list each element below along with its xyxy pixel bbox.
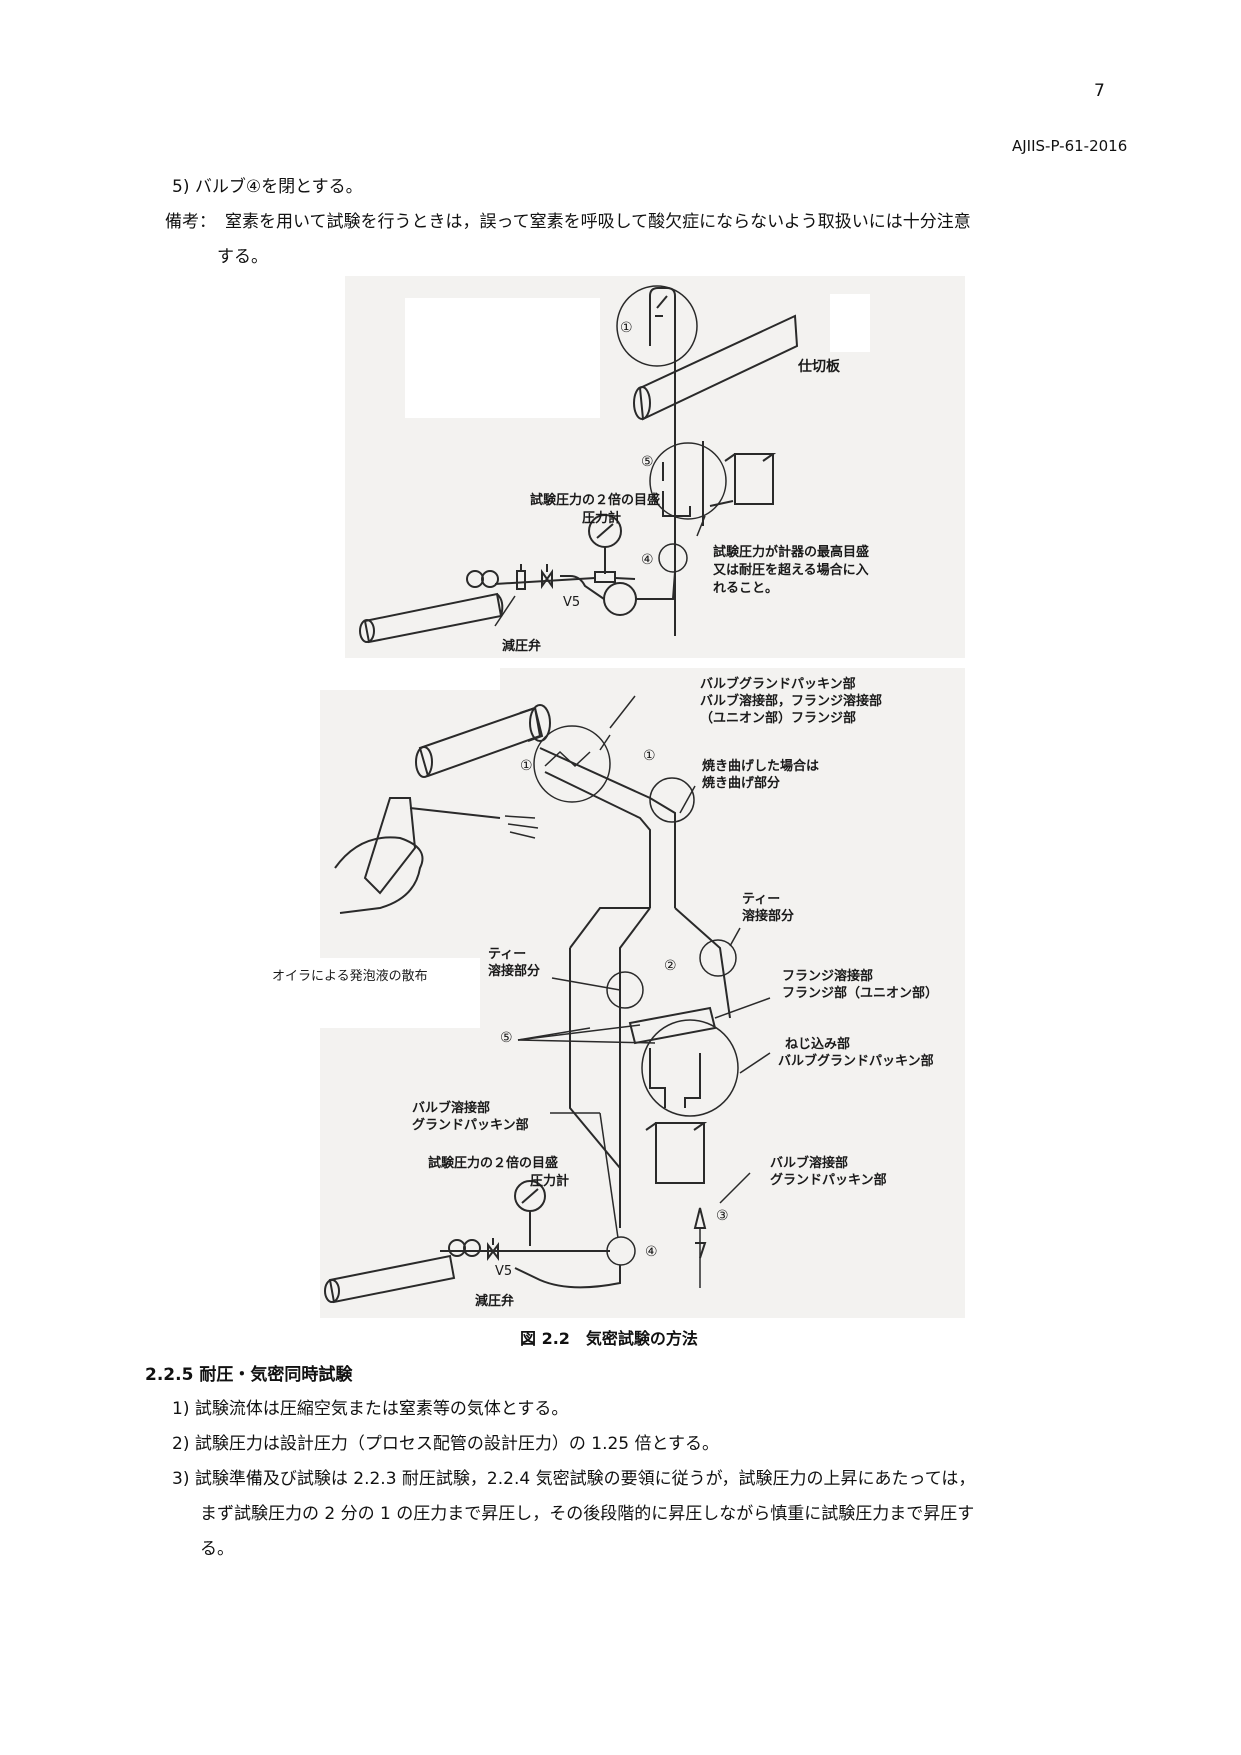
marker-5: ⑤ — [500, 1030, 513, 1046]
figure-top-drawing — [359, 285, 870, 644]
partition-label: 仕切板 — [798, 359, 840, 375]
label-tee-left-1: ティー — [488, 947, 527, 962]
label-v5: V5 — [495, 1264, 513, 1279]
note-line-1: 窒素を用いて試験を行うときは，誤って窒素を呼吸して酸欠症にならないよう取扱いには… — [225, 212, 971, 232]
label-flange-1: フランジ溶接部 — [782, 969, 874, 984]
marker-1-left: ① — [520, 758, 533, 774]
gauge-label-1: 試験圧力の２倍の目盛 — [530, 493, 661, 508]
label-valve-right-1: バルブ溶接部 — [770, 1156, 849, 1171]
label-oiler: オイラによる発泡液の散布 — [272, 969, 428, 984]
label-reducer: 減圧弁 — [475, 1294, 515, 1309]
section-item-3-line-2: まず試験圧力の 2 分の 1 の圧力まで昇圧し，その後段階的に昇圧しながら慎重に… — [200, 1504, 975, 1524]
label-valve-left-1: バルブ溶接部 — [412, 1101, 491, 1116]
label-tee-right-2: 溶接部分 — [742, 909, 795, 924]
marker-4: ④ — [645, 1244, 658, 1260]
label-valve-gland: バルブグランドパッキン部 — [700, 677, 856, 692]
page-number: 7 — [1094, 81, 1105, 101]
figure-bottom: バルブグランドパッキン部 バルブ溶接部，フランジ溶接部 （ユニオン部）フランジ部… — [272, 668, 965, 1318]
label-screw-2: バルブグランドパッキン部 — [778, 1054, 934, 1069]
reducer-label: 減圧弁 — [502, 639, 542, 654]
marker-4: ④ — [641, 552, 654, 568]
label-valve-left-2: グランドパッキン部 — [412, 1118, 529, 1133]
document-code: AJIIS-P-61-2016 — [1012, 137, 1128, 155]
marker-1: ① — [620, 320, 633, 336]
step-5-text: 5) バルブ④を閉とする。 — [172, 177, 363, 197]
section-item-2: 2) 試験圧力は設計圧力（プロセス配管の設計圧力）の 1.25 倍とする。 — [172, 1434, 719, 1454]
section-item-3-line-3: る。 — [200, 1539, 234, 1559]
label-tee-left-2: 溶接部分 — [488, 964, 541, 979]
marker-1-right: ① — [643, 748, 656, 764]
note-label-3: れること。 — [713, 581, 779, 596]
note-label-2: 又は耐圧を超える場合に入 — [713, 563, 869, 578]
note-line-2: する。 — [217, 247, 268, 267]
label-tee-right-1: ティー — [742, 892, 781, 907]
label-flange-2: フランジ部（ユニオン部） — [782, 986, 939, 1001]
marker-3: ③ — [716, 1208, 729, 1224]
figure-bottom-drawing — [320, 668, 771, 1304]
label-valve-weld: バルブ溶接部，フランジ溶接部 — [700, 694, 883, 709]
label-bend-1: 焼き曲げした場合は — [702, 759, 820, 774]
label-screw-1: ねじ込み部 — [785, 1037, 851, 1052]
section-item-3-line-1: 3) 試験準備及び試験は 2.2.3 耐圧試験，2.2.4 気密試験の要領に従う… — [172, 1469, 976, 1489]
note-label-1: 試験圧力が計器の最高目盛 — [713, 545, 870, 560]
label-bend-2: 焼き曲げ部分 — [702, 776, 781, 791]
label-union-flange: （ユニオン部）フランジ部 — [700, 711, 857, 726]
figure-top: 仕切板 試験圧力の２倍の目盛 圧力計 試験圧力が計器の最高目盛 又は耐圧を超える… — [345, 276, 965, 658]
label-gauge-2: 圧力計 — [530, 1174, 570, 1189]
marker-2: ② — [664, 958, 677, 974]
figure-caption: 図 2.2 気密試験の方法 — [520, 1329, 698, 1348]
marker-5: ⑤ — [641, 454, 654, 470]
note-label: 備考： — [165, 212, 216, 232]
gauge-label-2: 圧力計 — [582, 511, 622, 526]
section-item-1: 1) 試験流体は圧縮空気または窒素等の気体とする。 — [172, 1399, 569, 1419]
section-heading: 2.2.5 耐圧・気密同時試験 — [145, 1365, 353, 1385]
v5-label: V5 — [563, 595, 581, 610]
label-valve-right-2: グランドパッキン部 — [770, 1173, 887, 1188]
label-gauge-1: 試験圧力の２倍の目盛 — [428, 1156, 559, 1171]
